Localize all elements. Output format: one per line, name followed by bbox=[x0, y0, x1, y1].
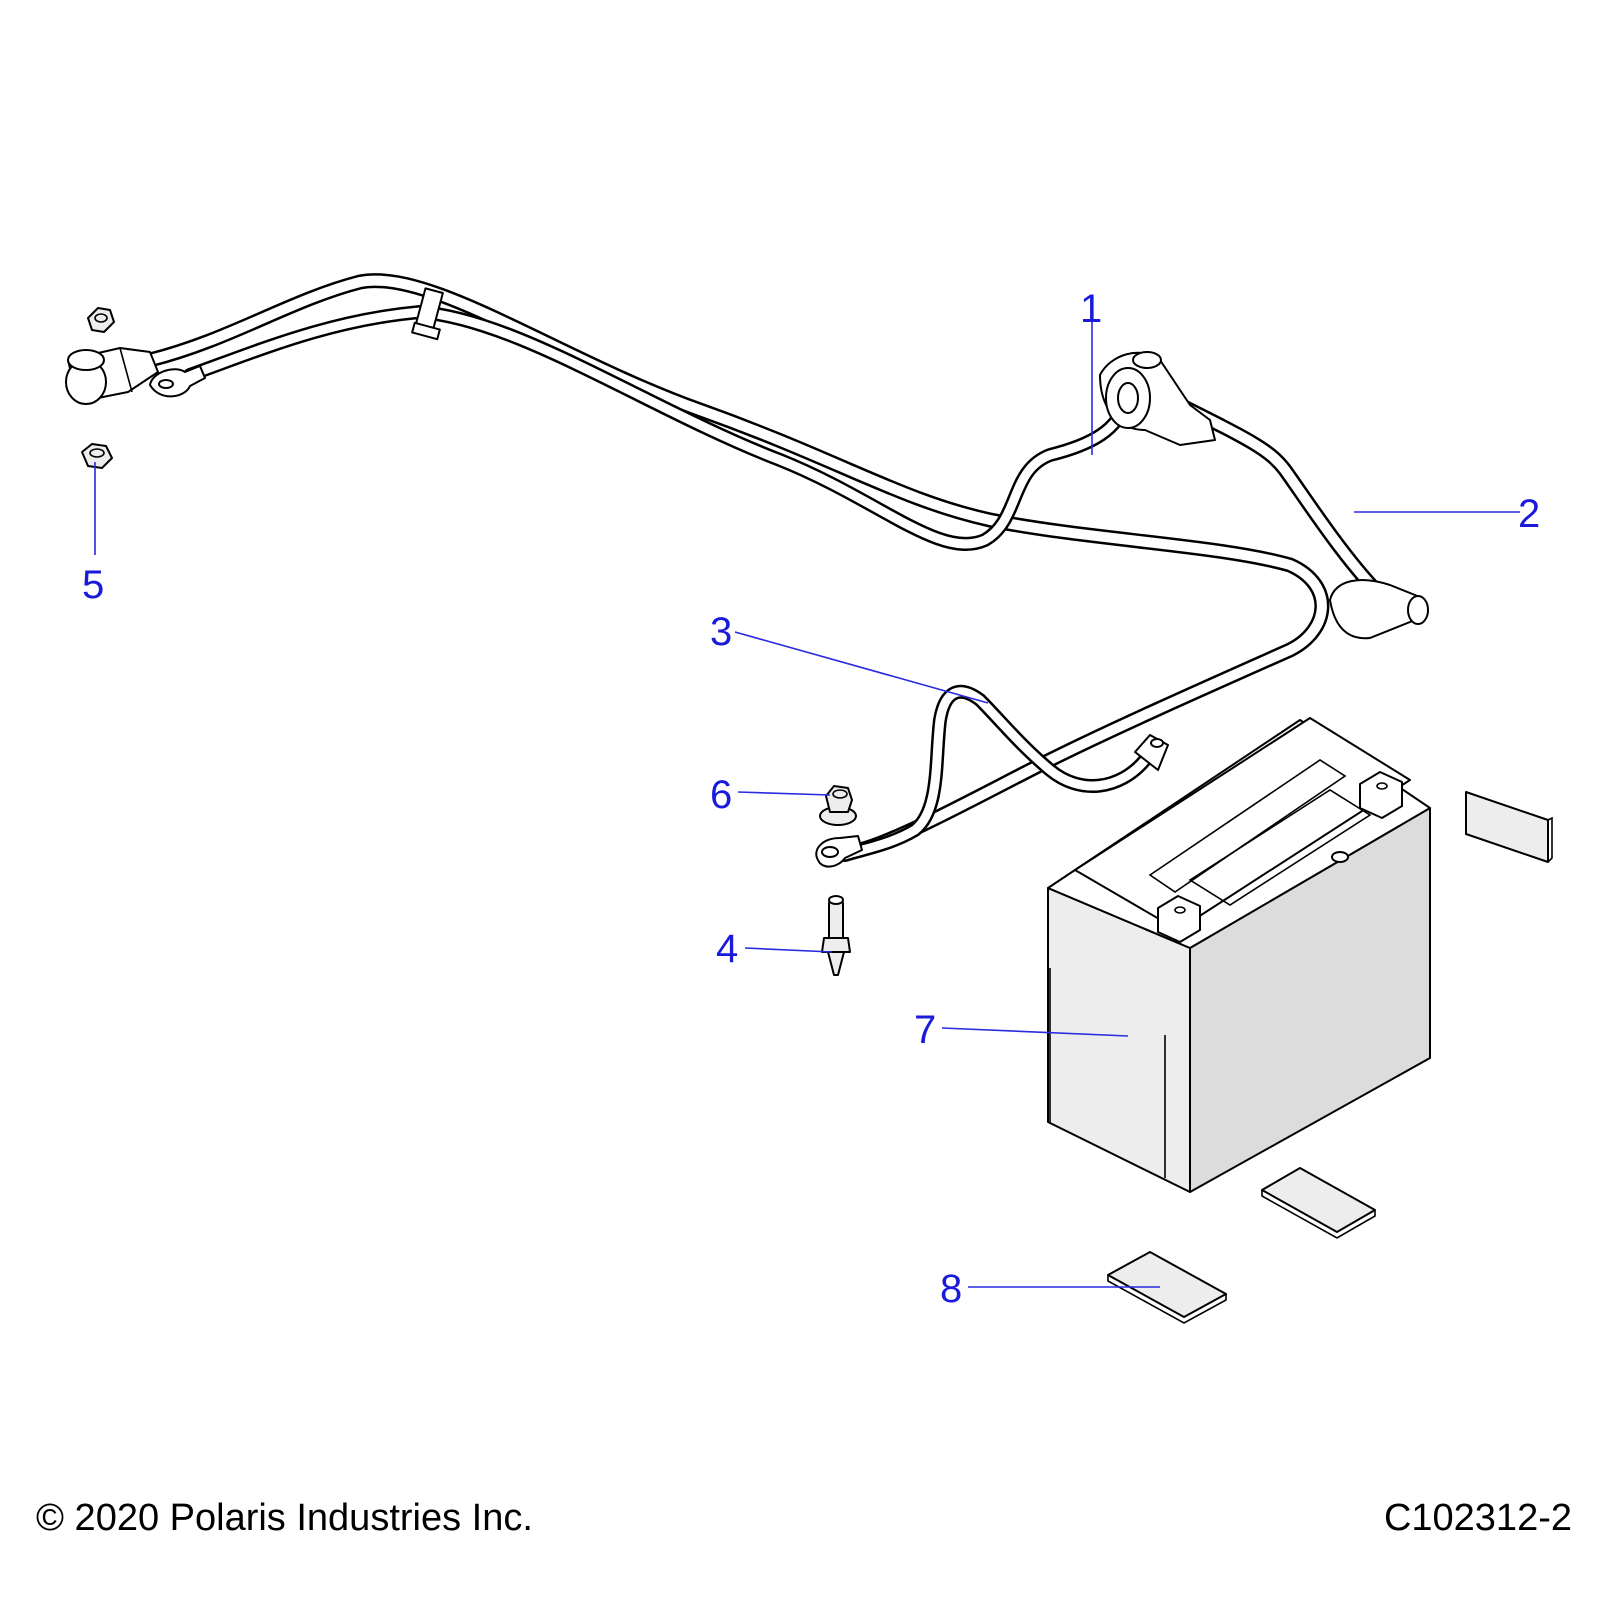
battery-pad-middle bbox=[1261, 1167, 1376, 1239]
stud-bolt-4 bbox=[821, 895, 851, 976]
leader-3 bbox=[734, 631, 989, 704]
battery-cable-harness bbox=[65, 273, 1429, 868]
lower-ring-terminal bbox=[815, 835, 863, 868]
battery-terminal-negative bbox=[1157, 895, 1201, 943]
battery-terminal-positive bbox=[1359, 771, 1403, 819]
leader-7 bbox=[941, 1027, 1129, 1037]
callout-4: 4 bbox=[716, 927, 738, 971]
leader-4 bbox=[744, 947, 833, 953]
leader-lines bbox=[94, 322, 1520, 1288]
battery-pad-right bbox=[1465, 791, 1553, 863]
vent-screw bbox=[1331, 851, 1349, 863]
callout-6: 6 bbox=[710, 773, 732, 817]
leader-6 bbox=[737, 791, 831, 796]
callout-5: 5 bbox=[82, 563, 104, 607]
nut-upper bbox=[87, 307, 115, 333]
callout-2: 2 bbox=[1518, 492, 1540, 536]
right-upper-terminal bbox=[1099, 351, 1216, 446]
copyright-notice: © 2020 Polaris Industries Inc. bbox=[36, 1497, 533, 1539]
callout-3: 3 bbox=[710, 610, 732, 654]
battery-ring-terminal bbox=[1134, 734, 1169, 771]
callout-1: 1 bbox=[1080, 287, 1102, 331]
right-lower-boot bbox=[1329, 579, 1429, 640]
callout-7: 7 bbox=[914, 1008, 936, 1052]
drawing-number: C102312-2 bbox=[1383, 1497, 1572, 1539]
flange-nut-6 bbox=[819, 785, 857, 826]
callout-8: 8 bbox=[940, 1267, 962, 1311]
callouts: 1 2 3 4 5 6 7 8 bbox=[82, 287, 1540, 1311]
left-terminal-boot bbox=[65, 347, 159, 405]
battery-pad-8 bbox=[1107, 1251, 1227, 1324]
nut-5 bbox=[81, 443, 113, 469]
battery-7 bbox=[1047, 717, 1431, 1193]
left-ring-terminal bbox=[149, 365, 206, 398]
harness-clip bbox=[411, 287, 444, 341]
